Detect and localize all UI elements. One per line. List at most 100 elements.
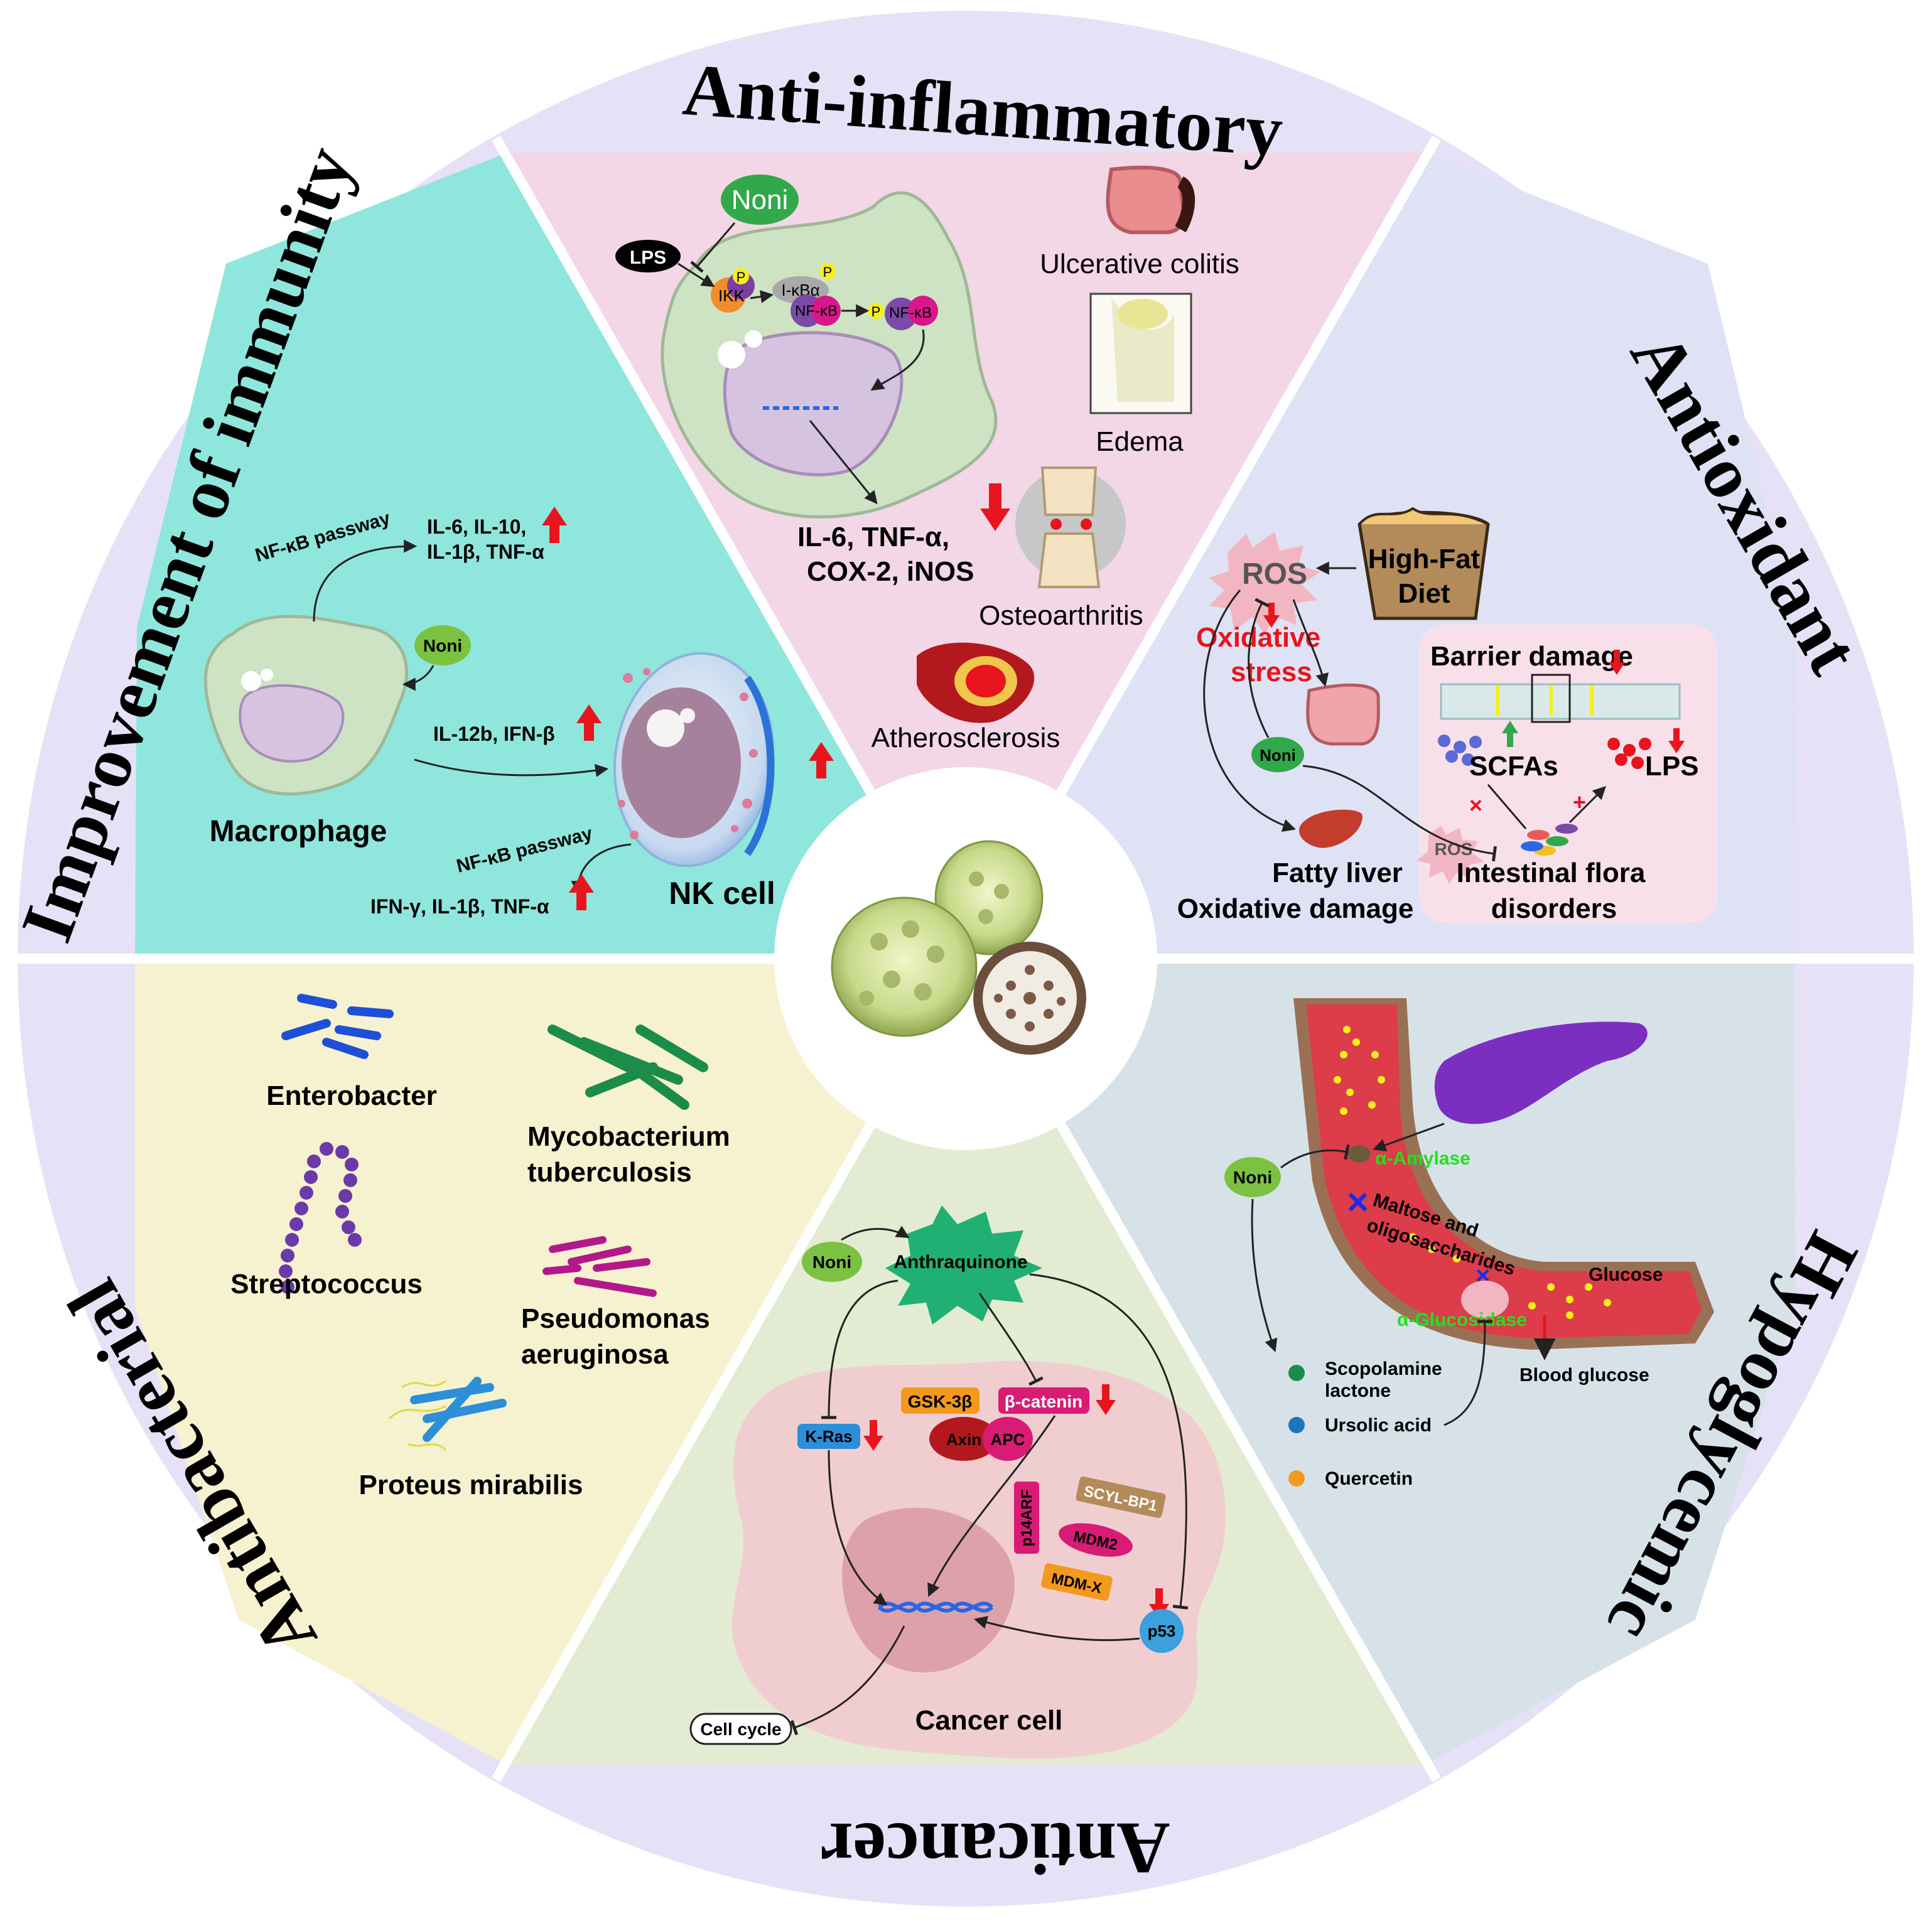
atherosclerosis-label: Atherosclerosis xyxy=(872,723,1060,753)
anthraquinone-to-p53 xyxy=(1029,1273,1189,1610)
noni-badge xyxy=(802,1242,862,1282)
fatty-liver-label: Fatty liver xyxy=(1272,858,1403,888)
il12b-label: IL-12b, IFN-β xyxy=(433,723,555,745)
legend-scopolamine-1: Scopolamine xyxy=(1325,1359,1442,1379)
phosphate-label: P xyxy=(737,269,746,285)
dna-inhibit-cell-cycle xyxy=(790,1625,905,1736)
bcatenin-to-dna-arrow xyxy=(927,1415,1056,1597)
streptococcus-icon xyxy=(279,1142,362,1294)
flora-to-lps-arrow xyxy=(1568,786,1606,824)
noni-to-macrophage-arrow xyxy=(402,665,434,691)
amylase-enzyme xyxy=(1348,1145,1371,1163)
legend-dot-ursolic xyxy=(1288,1417,1305,1433)
colon-icon xyxy=(1106,165,1185,234)
cytokine-line1: IL-6, TNF-α, xyxy=(797,522,949,552)
vesicle xyxy=(241,671,261,691)
mycobacterium-icon xyxy=(548,1025,708,1110)
noni-label: Noni xyxy=(1233,1168,1272,1187)
antioxidant-group: ROS High-Fat Diet Oxidative stress Barri… xyxy=(1177,507,1717,924)
nfkb2-label: NF-κB xyxy=(889,304,932,321)
pancreas-to-amylase-arrow xyxy=(1373,1122,1445,1152)
noni-badge xyxy=(1251,737,1304,772)
nfkb-molecule xyxy=(908,296,938,326)
cell-cycle-label: Cell cycle xyxy=(700,1719,781,1739)
nfkb-to-nucleus-arrow xyxy=(870,329,925,391)
oxidative-stress-line1: Oxidative xyxy=(1196,622,1320,653)
up-arrow-icon xyxy=(809,742,834,778)
bcatenin-box xyxy=(998,1387,1089,1414)
vesicle xyxy=(261,669,273,681)
axin-label: Axin xyxy=(946,1430,981,1449)
down-arrow-icon xyxy=(980,483,1010,531)
artery-inner xyxy=(966,665,1006,697)
p14arf-label: p14ARF xyxy=(1018,1490,1035,1547)
glucosidase-label: α-Glucosidase xyxy=(1397,1310,1527,1330)
dna-helix-icon-2 xyxy=(877,1601,994,1613)
legend-scopolamine-2: lactone xyxy=(1325,1380,1391,1401)
pseudomonas-label-2: aeruginosa xyxy=(521,1339,669,1370)
down-arrow-icon xyxy=(1609,650,1625,675)
noni-label: Noni xyxy=(812,1252,851,1272)
up-arrow-icon xyxy=(576,704,602,741)
proteus-label: Proteus mirabilis xyxy=(359,1470,583,1500)
p53-to-dna-arrow xyxy=(973,1616,1140,1642)
kras-box xyxy=(797,1424,860,1449)
lps-dots-icon xyxy=(1607,738,1651,769)
mdm2-molecule xyxy=(1059,1523,1133,1557)
red-x-icon: × xyxy=(1469,792,1482,818)
flora-disorders-line1: Intestinal flora xyxy=(1457,858,1646,888)
proteus-icon xyxy=(388,1377,507,1451)
macrophage-to-nk-arrow xyxy=(414,758,609,777)
ros-burst-icon xyxy=(1209,532,1320,635)
up-arrow-icon xyxy=(569,874,594,910)
bcatenin-label: β-catenin xyxy=(1005,1392,1082,1411)
gsk3b-label: GSK-3β xyxy=(908,1392,973,1411)
intestine-lumen xyxy=(1306,1004,1702,1338)
anthraquinone-inhibit-bcatenin xyxy=(978,1293,1044,1386)
anthraquinone-burst-icon xyxy=(885,1205,1042,1325)
enterobacter-icon xyxy=(281,994,394,1059)
vesicle xyxy=(647,709,684,747)
nk-cell-edge xyxy=(744,675,775,856)
lps-badge xyxy=(615,240,681,272)
noni-label: Noni xyxy=(423,636,462,655)
anthraquinone-label: Anthraquinone xyxy=(893,1252,1027,1273)
noni-badge xyxy=(1224,1157,1281,1197)
noni-label: Noni xyxy=(731,185,789,215)
vesicle xyxy=(745,330,762,348)
scfa-dots-icon xyxy=(1438,734,1482,766)
down-arrow-icon xyxy=(1668,728,1685,753)
amylase-label: α-Amylase xyxy=(1375,1148,1471,1169)
lps-to-ikk-arrow xyxy=(677,262,715,288)
mdmx-box xyxy=(1041,1563,1113,1601)
legend-dot-scopolamine xyxy=(1288,1365,1305,1381)
macrophage-label: Macrophage xyxy=(210,815,387,848)
edema-label: Edema xyxy=(1096,426,1184,457)
inflam-nucleus xyxy=(723,331,904,476)
barrier-damage-label: Barrier damage xyxy=(1430,641,1633,672)
flora-icon xyxy=(1521,824,1578,856)
edema-swelling xyxy=(1118,299,1168,329)
dna-to-cytokine-arrow xyxy=(809,420,878,505)
ikk-to-ikba-arrow xyxy=(750,290,774,303)
apc-molecule xyxy=(983,1417,1033,1461)
anti-inflammatory-group: Noni LPS IKK P I-κBα P NF-κB P NF-κB IL-… xyxy=(615,165,1239,753)
bottom-cyto-label: IFN-γ, IL-1β, TNF-α xyxy=(370,895,549,918)
phosphate xyxy=(733,268,749,284)
oxidative-stress-line2: stress xyxy=(1231,657,1312,687)
nfkb-label: NF-κB xyxy=(795,303,838,320)
gsk3b-box xyxy=(901,1387,979,1414)
phosphate-label: P xyxy=(823,264,833,280)
osteoarthritis-label: Osteoarthritis xyxy=(979,600,1143,631)
fat-top xyxy=(1358,507,1489,525)
vesicle xyxy=(718,341,745,369)
inflammation-dot xyxy=(1081,519,1092,530)
phosphate xyxy=(819,263,836,279)
ros-small-label: ROS xyxy=(1435,839,1473,859)
noni-to-compounds-arrow xyxy=(1251,1198,1278,1352)
cancer-cell-label: Cancer cell xyxy=(915,1705,1063,1736)
inflammation-dot xyxy=(1050,519,1062,530)
glucose-dots-icon xyxy=(1334,1026,1611,1319)
anthraquinone-inhibit-kras xyxy=(821,1279,899,1419)
